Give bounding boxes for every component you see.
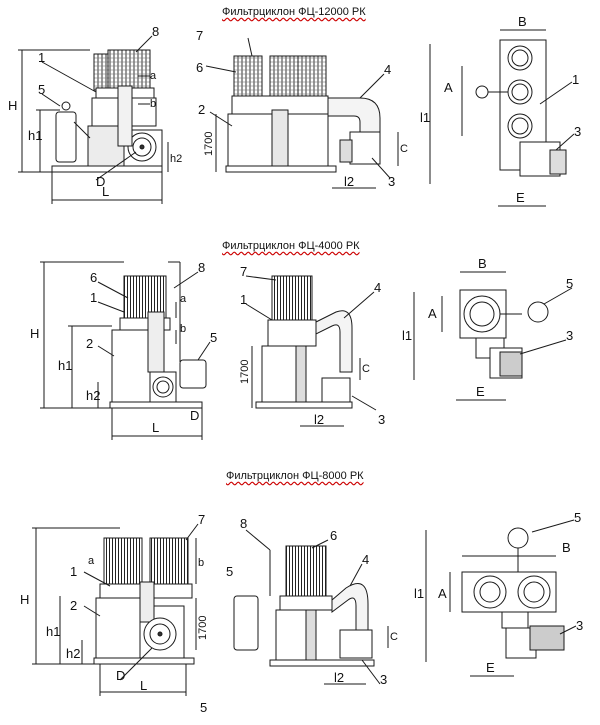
label-D: D	[96, 174, 105, 189]
label-8-2: 8	[198, 260, 205, 275]
label-1700-2: 1700	[239, 360, 251, 384]
label-5-2b: 5	[566, 276, 573, 291]
label-3b: 3	[574, 124, 581, 139]
label-6: 6	[196, 60, 203, 75]
label-7: 7	[196, 28, 203, 43]
label-1-2b: 1	[240, 292, 247, 307]
drawing-fc8000-front	[32, 523, 199, 696]
label-H: H	[8, 98, 17, 113]
label-A-2: A	[428, 306, 437, 321]
label-a-3: a	[88, 555, 95, 567]
label-a: a	[150, 70, 157, 82]
label-l1-3: l1	[414, 586, 424, 601]
label-2: 2	[198, 102, 205, 117]
label-b-2: b	[180, 323, 186, 335]
drawing-fc4000-side	[245, 275, 377, 427]
label-3: 3	[388, 174, 395, 189]
drawing-fc12000-front	[18, 35, 169, 204]
label-4-2: 4	[374, 280, 381, 295]
label-2-3: 2	[70, 598, 77, 613]
label-1700-3: 1700	[197, 616, 209, 640]
label-h1: h1	[28, 128, 42, 143]
label-7-3: 7	[198, 512, 205, 527]
drawing-fc4000-top	[413, 271, 573, 401]
labels-row-2: H h1 h2 6 1 2 8 a b 5 D L 7 1 1700 4 C l…	[30, 256, 573, 435]
label-C-3: C	[390, 631, 398, 643]
label-b-3: b	[198, 557, 204, 569]
label-5-2: 5	[210, 330, 217, 345]
label-h2-2: h2	[86, 388, 100, 403]
label-3-3: 3	[380, 672, 387, 687]
label-a-2: a	[180, 293, 187, 305]
label-1-2: 1	[90, 290, 97, 305]
label-E-2: E	[476, 384, 485, 399]
label-H-3: H	[20, 592, 29, 607]
label-l1-2: l1	[402, 328, 412, 343]
title-fc-4000: Фильтрциклон ФЦ-4000 РК	[222, 240, 360, 252]
title-fc-12000: Фильтрциклон ФЦ-12000 РК	[222, 6, 366, 18]
label-l1: l1	[420, 110, 430, 125]
label-3-2b: 3	[566, 328, 573, 343]
label-D-2: D	[190, 408, 199, 423]
label-1b: 1	[572, 72, 579, 87]
label-3-2: 3	[378, 412, 385, 427]
label-1: 1	[38, 50, 45, 65]
label-8-3: 8	[240, 516, 247, 531]
label-L: L	[102, 184, 109, 199]
label-D-3: D	[116, 668, 125, 683]
label-h2: h2	[170, 153, 182, 165]
labels-row-3: H h1 h2 a 1 2 7 b 1700 D L 5 8 5 6 4 C l…	[20, 510, 583, 715]
label-L-2: L	[152, 420, 159, 435]
label-4-3: 4	[362, 552, 369, 567]
label-1700: 1700	[203, 132, 215, 156]
label-3-3b: 3	[576, 618, 583, 633]
label-l2-2: l2	[314, 412, 324, 427]
label-H-2: H	[30, 326, 39, 341]
label-5-3: 5	[200, 700, 207, 715]
label-l2: l2	[344, 174, 354, 189]
label-h2-3: h2	[66, 646, 80, 661]
label-l2-3: l2	[334, 670, 344, 685]
label-A: A	[444, 80, 453, 95]
label-5-3c: 5	[574, 510, 581, 525]
label-2-2: 2	[86, 336, 93, 351]
label-7-2: 7	[240, 264, 247, 279]
drawing-fc8000-side	[233, 529, 389, 685]
label-8: 8	[152, 24, 159, 39]
label-C-2: C	[362, 363, 370, 375]
label-B: B	[518, 14, 527, 29]
label-6-2: 6	[90, 270, 97, 285]
label-E: E	[516, 190, 525, 205]
drawing-fc12000-side	[205, 37, 399, 189]
label-L-3: L	[140, 678, 147, 693]
label-C: C	[400, 143, 408, 155]
label-6-3: 6	[330, 528, 337, 543]
label-h1-2: h1	[58, 358, 72, 373]
label-b: b	[150, 98, 156, 110]
labels-row-1: H h1 1 5 8 a b h2 D L 7 6 2 1700 4 C l2 …	[8, 14, 581, 205]
label-h1-3: h1	[46, 624, 60, 639]
label-B-2: B	[478, 256, 487, 271]
label-5: 5	[38, 82, 45, 97]
title-fc-8000: Фильтрциклон ФЦ-8000 РК	[226, 470, 364, 482]
drawing-fc12000-top	[429, 29, 575, 207]
label-B-3: B	[562, 540, 571, 555]
drawing-fc4000-front	[40, 261, 211, 440]
label-A-3: A	[438, 586, 447, 601]
label-1-3: 1	[70, 564, 77, 579]
label-5-3b: 5	[226, 564, 233, 579]
drawing-fc8000-top	[425, 519, 577, 677]
label-4: 4	[384, 62, 391, 77]
label-E-3: E	[486, 660, 495, 675]
